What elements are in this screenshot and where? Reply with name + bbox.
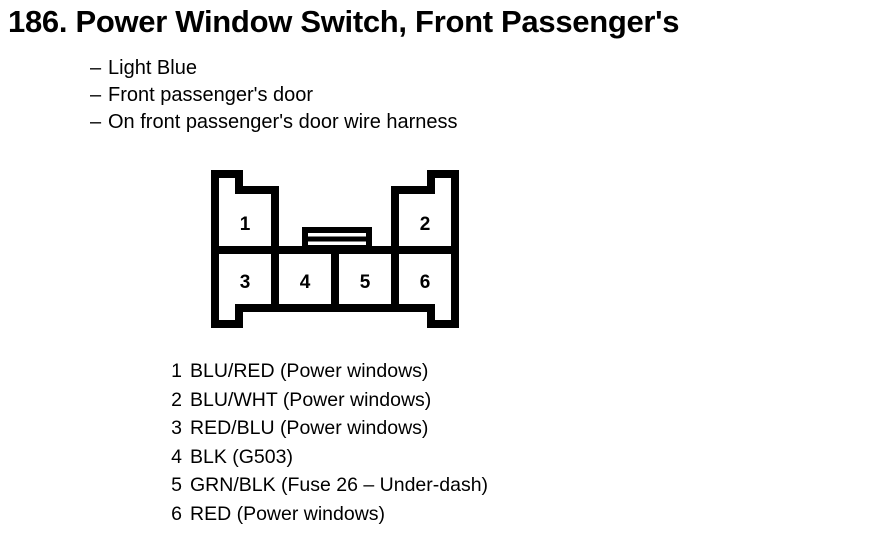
attribute-text: Light Blue [108, 57, 197, 79]
attribute-item-harness: –On front passenger's door wire harness [90, 109, 458, 136]
pin-legend-number: 5 [171, 474, 182, 496]
pin-legend-description: BLK (G503) [190, 445, 293, 468]
pin-legend-description: RED/BLU (Power windows) [190, 417, 429, 439]
dash-marker: – [90, 57, 102, 79]
pin-legend-number: 6 [171, 502, 182, 525]
dash-marker: – [90, 111, 102, 133]
connector-outline [211, 170, 459, 328]
pin-legend: 1 BLU/RED (Power windows) 2 BLU/WHT (Power… [160, 357, 488, 528]
attribute-list: –Light Blue –Front passenger's door –On … [90, 55, 458, 136]
pin-legend-row: 4 BLK (G503) [160, 443, 488, 472]
attribute-item-location: –Front passenger's door [90, 82, 458, 109]
pin-legend-row: 5 GRN/BLK (Fuse 26 – Under-dash) [160, 471, 488, 500]
attribute-item-color: –Light Blue [90, 55, 458, 82]
pin-legend-number: 3 [171, 417, 182, 439]
pin-legend-number: 4 [171, 445, 182, 468]
attribute-text: Front passenger's door [108, 84, 314, 106]
pin-legend-row: 6 RED (Power windows) [160, 500, 488, 529]
connector-diagram: 1 2 3 4 5 6 [211, 170, 459, 328]
dash-marker: – [90, 84, 102, 106]
pin-legend-description: BLU/RED (Power windows) [190, 360, 429, 382]
pin-number-6: 6 [420, 272, 431, 293]
attribute-text: On front passenger's door wire harness [108, 111, 458, 133]
pin-number-1: 1 [240, 214, 251, 235]
pin-legend-row: 3 RED/BLU (Power windows) [160, 414, 488, 443]
center-latch-tab [302, 227, 372, 251]
page-title: 186. Power Window Switch, Front Passenge… [8, 4, 680, 39]
pin-number-2: 2 [420, 214, 431, 235]
pin-legend-description: GRN/BLK (Fuse 26 – Under-dash) [190, 474, 489, 496]
pin-legend-number: 2 [171, 388, 182, 411]
pin-legend-description: BLU/WHT (Power windows) [190, 388, 432, 411]
pin-legend-row: 1 BLU/RED (Power windows) [160, 357, 488, 386]
pin-number-4: 4 [300, 272, 311, 293]
pin-number-5: 5 [360, 272, 371, 293]
pin-legend-row: 2 BLU/WHT (Power windows) [160, 386, 488, 415]
pin-legend-description: RED (Power windows) [190, 502, 386, 525]
pin-legend-number: 1 [171, 360, 182, 382]
pin-number-3: 3 [240, 272, 251, 293]
